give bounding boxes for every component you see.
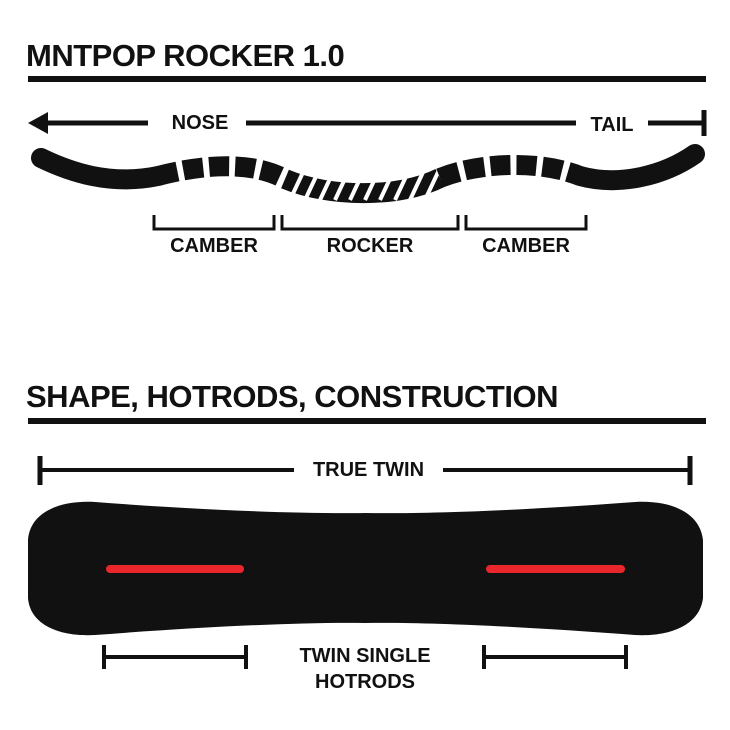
nose-label: NOSE [171,112,229,134]
hotrods-label-line1: TWIN SINGLE [299,645,431,667]
board-profile [31,144,705,204]
title-underline [28,76,706,82]
hotrod-span-markers [102,645,628,669]
true-twin-label: TRUE TWIN [312,459,425,481]
tail-label: TAIL [590,114,634,136]
camber-label-left: CAMBER [170,235,258,257]
zone-brackets [152,215,588,231]
rocker-bracket [280,215,460,231]
hotrods-label-line2: HOTRODS [315,671,415,693]
nose-tail-arrow [28,110,707,136]
rocker-label: ROCKER [326,235,414,257]
true-twin-dimension [37,456,693,485]
board-top-view [28,501,703,636]
rocker-hatch [288,167,440,201]
camber-bracket-right [464,215,588,231]
shape-section-title: SHAPE, HOTRODS, CONSTRUCTION [26,379,558,414]
camber-label-right: CAMBER [482,235,570,257]
left-arrowhead-icon [28,112,48,134]
rocker-profile-title: MNTPOP ROCKER 1.0 [26,38,345,73]
section-underline [28,418,706,424]
camber-bracket-left [152,215,276,231]
